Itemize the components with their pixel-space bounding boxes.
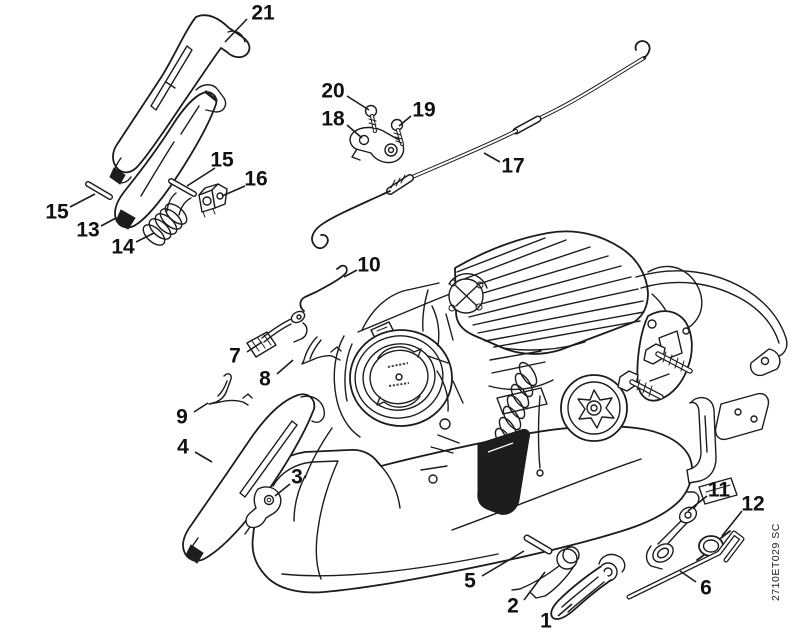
part-15-pin-left [85, 181, 113, 200]
callout-label-3-15: 3 [291, 466, 303, 489]
callout-label-1-18: 1 [540, 610, 552, 632]
part-16-switch-block [198, 183, 228, 218]
callout-leader-1-18 [557, 603, 573, 617]
callout-leader-17-4 [483, 152, 501, 163]
part-9-lever [208, 373, 253, 406]
callout-label-13-6: 13 [76, 219, 99, 242]
rotation-arrow-icon [377, 346, 422, 359]
callout-leader-21-0 [224, 18, 248, 43]
part-4-handle-shell [182, 393, 326, 564]
part-21-handle-shell-top [109, 14, 251, 185]
callout-leader-15-5 [69, 193, 96, 208]
part-6-throttle-rod [626, 530, 745, 600]
cable-hook [634, 40, 651, 59]
diagram-code: 2710ET029 SC [770, 523, 782, 601]
brake-band [635, 270, 788, 377]
callout-leader-3-15 [274, 483, 291, 497]
cable-end-hook [312, 234, 329, 250]
right-brackets [686, 392, 770, 505]
callout-label-4-14: 4 [177, 436, 189, 459]
callout-label-17-4: 17 [501, 155, 524, 178]
part-13-handle-shell-lower [114, 84, 227, 230]
callout-leader-4-14 [194, 451, 213, 463]
callout-leader-2-17 [523, 571, 546, 601]
callout-label-21-0: 21 [251, 2, 275, 25]
molded-text-mark [388, 382, 410, 387]
callout-leader-12-20 [721, 510, 743, 537]
callout-label-15-5: 15 [45, 201, 69, 224]
callout-leader-14-7 [135, 232, 155, 243]
cylinder-fins [454, 230, 649, 355]
molded-text-mark [387, 362, 409, 368]
part-20-screw [364, 104, 378, 133]
callout-label-15-8: 15 [210, 149, 234, 172]
callout-label-8-12: 8 [259, 368, 271, 391]
rotation-arrow-icon [376, 395, 421, 408]
callout-leader-15-8 [186, 167, 216, 187]
callout-label-16-9: 16 [244, 168, 267, 191]
callout-leader-13-6 [100, 217, 117, 227]
callout-label-2-17: 2 [507, 595, 519, 618]
rear-housing [251, 425, 693, 594]
callout-leader-9-13 [193, 402, 209, 413]
part-10-spring-wire [299, 264, 348, 312]
callout-label-12-20: 12 [741, 493, 764, 516]
part-2-torsion-spring [511, 546, 580, 599]
carburetor-flange [448, 272, 488, 314]
callout-leader-6-21 [679, 570, 697, 583]
callout-label-18-3: 18 [321, 108, 345, 131]
part-11-interlock-lever [645, 491, 700, 570]
part-14-coil-spring [142, 192, 192, 246]
clutch-sprocket [560, 374, 628, 442]
part-19-screw [390, 118, 404, 146]
crankcase-details [420, 305, 554, 484]
part-7-contact-lever [246, 310, 308, 358]
part-1-throttle-trigger [550, 553, 626, 620]
callout-label-14-7: 14 [111, 236, 135, 259]
chainsaw-body [251, 230, 788, 594]
callout-label-6-21: 6 [700, 577, 712, 600]
callout-label-9-13: 9 [176, 406, 188, 429]
part-17-throttle-cable [311, 40, 651, 250]
callout-leader-19-2 [398, 115, 412, 127]
callout-leader-7-11 [246, 341, 263, 353]
part-15-pin-right [168, 178, 197, 197]
callout-leader-5-16 [481, 550, 525, 577]
callout-leader-18-3 [346, 124, 363, 139]
callout-leader-10-10 [343, 269, 358, 278]
callout-label-19-2: 19 [412, 99, 435, 122]
av-spring [477, 361, 538, 515]
callout-label-10-10: 10 [357, 254, 380, 277]
callout-label-11-19: 11 [708, 479, 731, 502]
flywheel [349, 329, 453, 427]
part-18-cable-lever [349, 126, 405, 164]
part-5-pin [523, 534, 553, 555]
part-8-lever [301, 336, 342, 365]
callout-label-7-11: 7 [229, 345, 241, 368]
callout-leader-20-1 [346, 95, 370, 111]
callout-label-5-16: 5 [464, 570, 476, 593]
callout-leader-16-9 [221, 185, 246, 197]
bar-mount-pad [617, 310, 693, 402]
callout-leader-8-12 [276, 359, 294, 375]
callout-leader-11-19 [687, 495, 708, 512]
callout-label-20-1: 20 [321, 80, 344, 103]
